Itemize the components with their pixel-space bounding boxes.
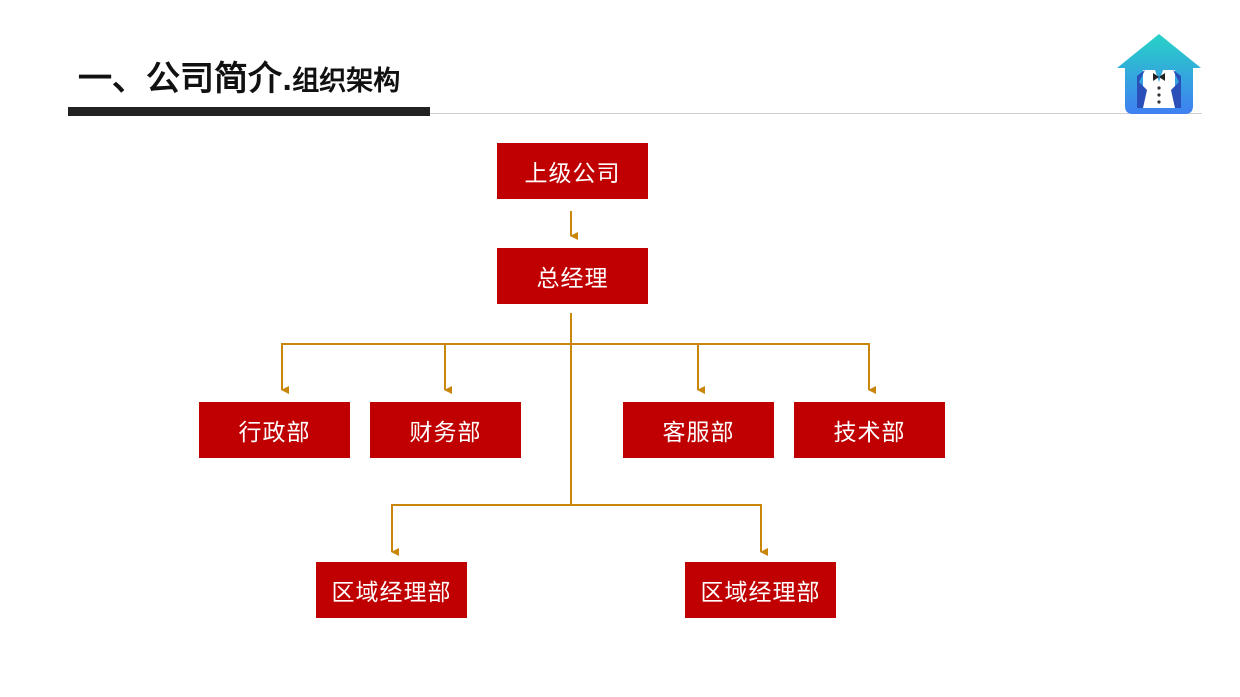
node-parent-company: 上级公司 <box>497 143 648 199</box>
page-title-sub: .组织架构 <box>282 66 401 97</box>
node-admin-dept: 行政部 <box>199 402 350 458</box>
page-title: 一、公司简介.组织架构 <box>78 56 400 105</box>
page-title-main: 一、公司简介 <box>78 59 282 99</box>
connector-dept-bus <box>281 343 876 394</box>
connector-regional-bus <box>391 504 768 556</box>
house-butler-logo-icon <box>1113 30 1205 122</box>
node-finance-dept: 财务部 <box>370 402 521 458</box>
node-regional-manager-right: 区域经理部 <box>685 562 836 618</box>
node-tech-dept: 技术部 <box>794 402 945 458</box>
node-general-manager: 总经理 <box>497 248 648 304</box>
node-service-dept: 客服部 <box>623 402 774 458</box>
title-divider-line <box>430 113 1202 114</box>
node-regional-manager-left: 区域经理部 <box>316 562 467 618</box>
title-underline-bar <box>68 107 430 116</box>
